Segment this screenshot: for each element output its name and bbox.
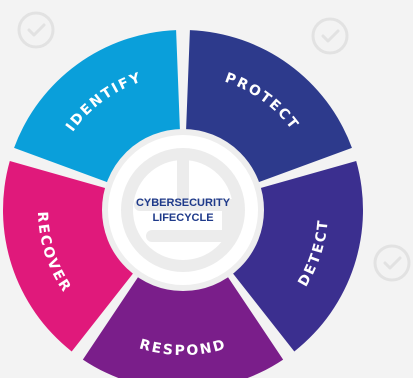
check-circle-icon [373,244,411,282]
center-title-line2: LIFECYCLE [152,212,213,224]
center-hub: CYBERSECURITY LIFECYCLE [102,129,264,291]
segment-label-respond: RESPOND [138,337,229,359]
check-circle-icon [311,17,349,55]
center-title-line1: CYBERSECURITY [136,197,231,209]
segment-label-text: RESPOND [138,337,227,359]
lowercase-e-logo-watermark [121,148,245,272]
segment-respond [82,268,284,378]
check-circle-icon [17,11,55,49]
